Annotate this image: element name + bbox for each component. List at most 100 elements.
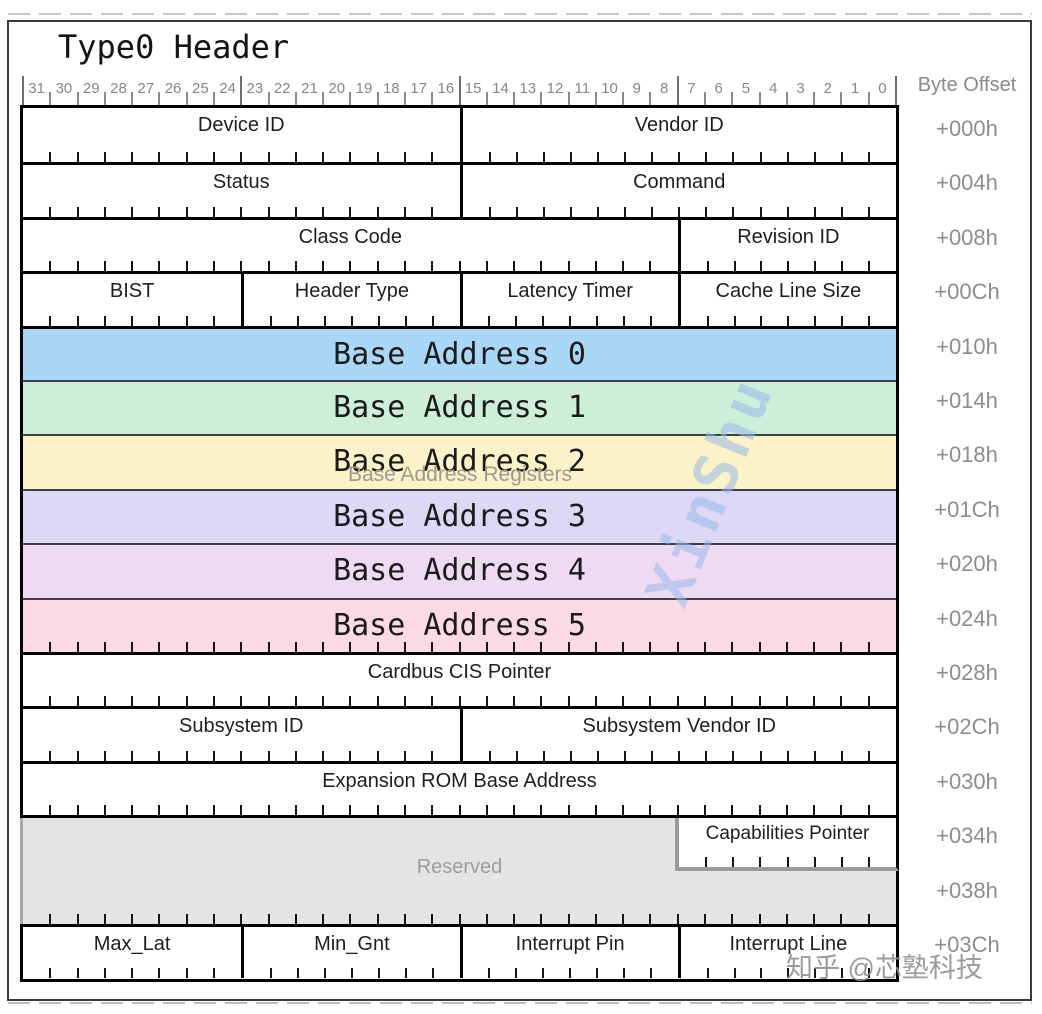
bit-tick	[158, 696, 161, 707]
bit-tick	[515, 750, 518, 761]
bit-tick	[813, 805, 816, 816]
field-cell: Base Address 1	[23, 382, 896, 434]
field-label: Class Code	[298, 225, 403, 248]
bit-ticks	[463, 750, 897, 761]
bit-tick	[731, 641, 734, 652]
bit-tick	[185, 641, 188, 652]
bit-tick	[103, 315, 106, 326]
bit-tick	[651, 206, 654, 217]
bit-tick	[705, 750, 708, 761]
bit-tick	[240, 641, 243, 652]
bit-separator-line	[322, 92, 325, 108]
bit-tick	[349, 750, 352, 761]
bit-tick	[131, 641, 134, 652]
bit-tick	[350, 968, 353, 979]
bit-tick	[431, 641, 434, 652]
bit-ticks	[23, 641, 896, 652]
bit-tick	[814, 315, 817, 326]
bit-number: 15	[464, 80, 482, 97]
bit-separator-line	[431, 92, 434, 108]
bit-tick	[431, 805, 434, 816]
field-label: Subsystem ID	[179, 715, 304, 738]
bit-tick	[704, 913, 707, 924]
bit-number: 11	[574, 80, 591, 97]
bit-tick	[622, 696, 625, 707]
bit-tick	[377, 968, 380, 979]
bit-tick	[513, 261, 516, 272]
bit-tick	[158, 206, 161, 217]
bit-tick	[185, 261, 188, 272]
field-label: Base Address 4	[333, 553, 586, 589]
bit-tick	[594, 805, 597, 816]
bit-tick	[131, 805, 134, 816]
bit-tick	[813, 641, 816, 652]
bit-tick	[485, 696, 488, 707]
bit-tick	[569, 750, 572, 761]
bit-tick	[594, 261, 597, 272]
byte-offset-label: +000h	[936, 116, 998, 141]
bit-tick	[786, 206, 789, 217]
field-label: Cardbus CIS Pointer	[367, 661, 552, 683]
bit-tick	[322, 750, 325, 761]
diagram-frame	[7, 20, 1032, 1001]
bit-tick	[158, 315, 161, 326]
bit-tick	[103, 261, 106, 272]
bit-tick	[376, 641, 379, 652]
bit-tick	[404, 315, 407, 326]
bit-tick	[840, 206, 843, 217]
bit-tick	[596, 968, 599, 979]
field-label: Command	[633, 171, 726, 194]
bit-tick	[759, 857, 762, 868]
bit-tick	[431, 696, 434, 707]
bit-tick	[733, 315, 736, 326]
register-row: Base Address 4	[23, 543, 896, 598]
bit-number: 13	[519, 80, 537, 97]
bit-tick	[240, 913, 243, 924]
bit-tick	[488, 315, 491, 326]
bit-tick	[706, 968, 709, 979]
bit-separator-line	[813, 92, 816, 108]
bit-tick	[758, 696, 761, 707]
bit-tick	[676, 913, 679, 924]
bit-tick	[103, 696, 106, 707]
bit-tick	[813, 750, 816, 761]
bit-tick	[542, 968, 545, 979]
bit-tick	[49, 206, 52, 217]
bit-number: 28	[110, 80, 127, 97]
bit-number: 10	[601, 80, 618, 97]
bit-number: 5	[741, 80, 751, 97]
bit-tick	[651, 750, 654, 761]
bit-tick	[622, 805, 625, 816]
bit-tick	[840, 857, 843, 868]
bit-separator-line	[294, 92, 297, 108]
bit-tick	[131, 913, 134, 924]
bit-tick	[488, 206, 491, 217]
bit-tick	[758, 805, 761, 816]
bit-tick	[49, 315, 52, 326]
bit-separator-line	[785, 92, 788, 108]
bit-tick	[270, 315, 273, 326]
bit-tick	[185, 152, 188, 163]
field-cell: Class Code	[23, 220, 678, 272]
bit-tick	[515, 152, 518, 163]
field-cell: Subsystem ID	[23, 709, 460, 761]
bit-tick	[376, 805, 379, 816]
bit-tick	[841, 968, 844, 979]
reserved-bottom-ticks	[23, 913, 896, 924]
bit-tick	[131, 315, 134, 326]
bit-tick	[270, 968, 273, 979]
bit-tick	[488, 750, 491, 761]
bit-tick	[76, 805, 79, 816]
bit-number: 30	[55, 80, 73, 97]
bit-tick	[813, 152, 816, 163]
bit-separator-line	[403, 92, 406, 108]
field-cell: Min_Gnt	[241, 927, 459, 979]
bit-tick	[813, 206, 816, 217]
bit-tick	[458, 261, 461, 272]
bit-tick	[76, 641, 79, 652]
bit-ticks	[681, 968, 896, 979]
bit-tick	[404, 968, 407, 979]
bit-tick	[323, 315, 326, 326]
bit-tick	[594, 913, 597, 924]
bit-tick	[212, 315, 215, 326]
